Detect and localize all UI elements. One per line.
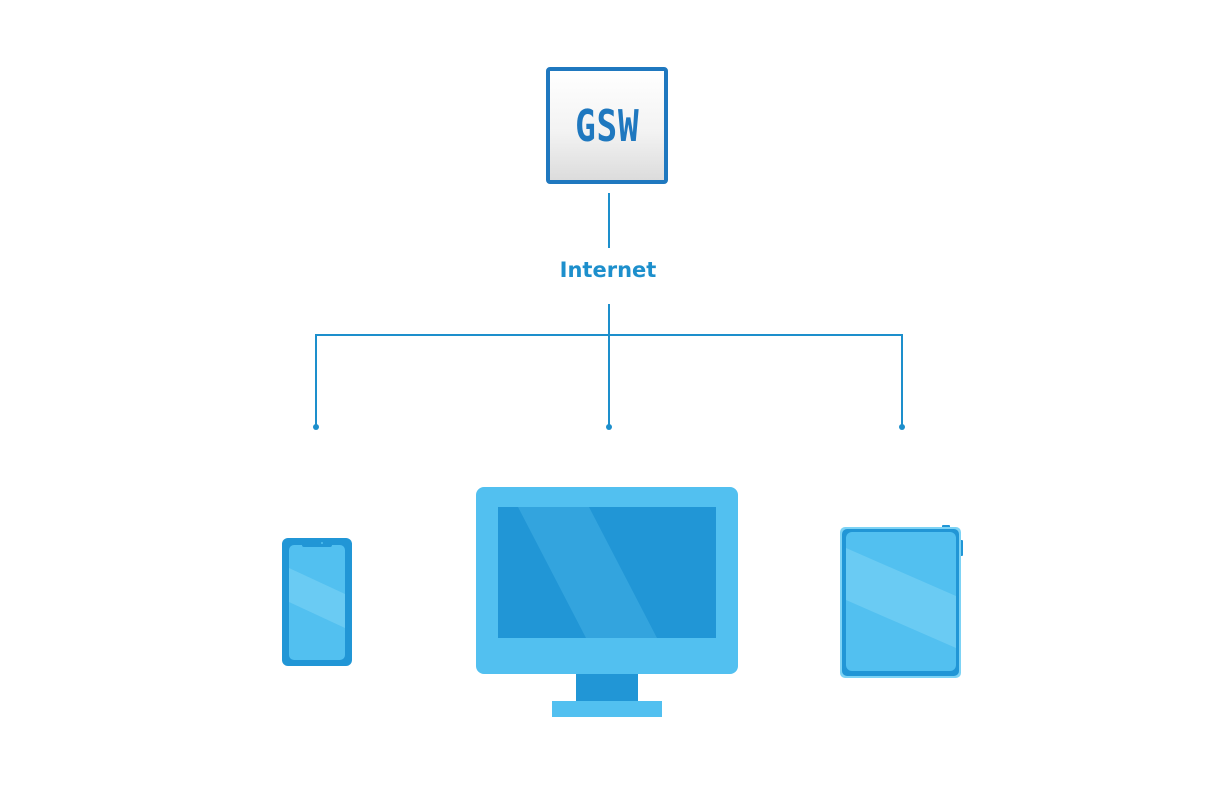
server-logo-icon: GSW <box>574 100 640 152</box>
server-box: GSW <box>546 67 668 184</box>
tablet-icon <box>840 525 963 678</box>
smartphone-icon <box>282 538 352 666</box>
right-endpoint-dot <box>899 424 905 430</box>
center-endpoint-dot <box>606 424 612 430</box>
left-endpoint-dot <box>313 424 319 430</box>
monitor-icon <box>476 487 738 717</box>
internet-label: Internet <box>559 258 657 282</box>
